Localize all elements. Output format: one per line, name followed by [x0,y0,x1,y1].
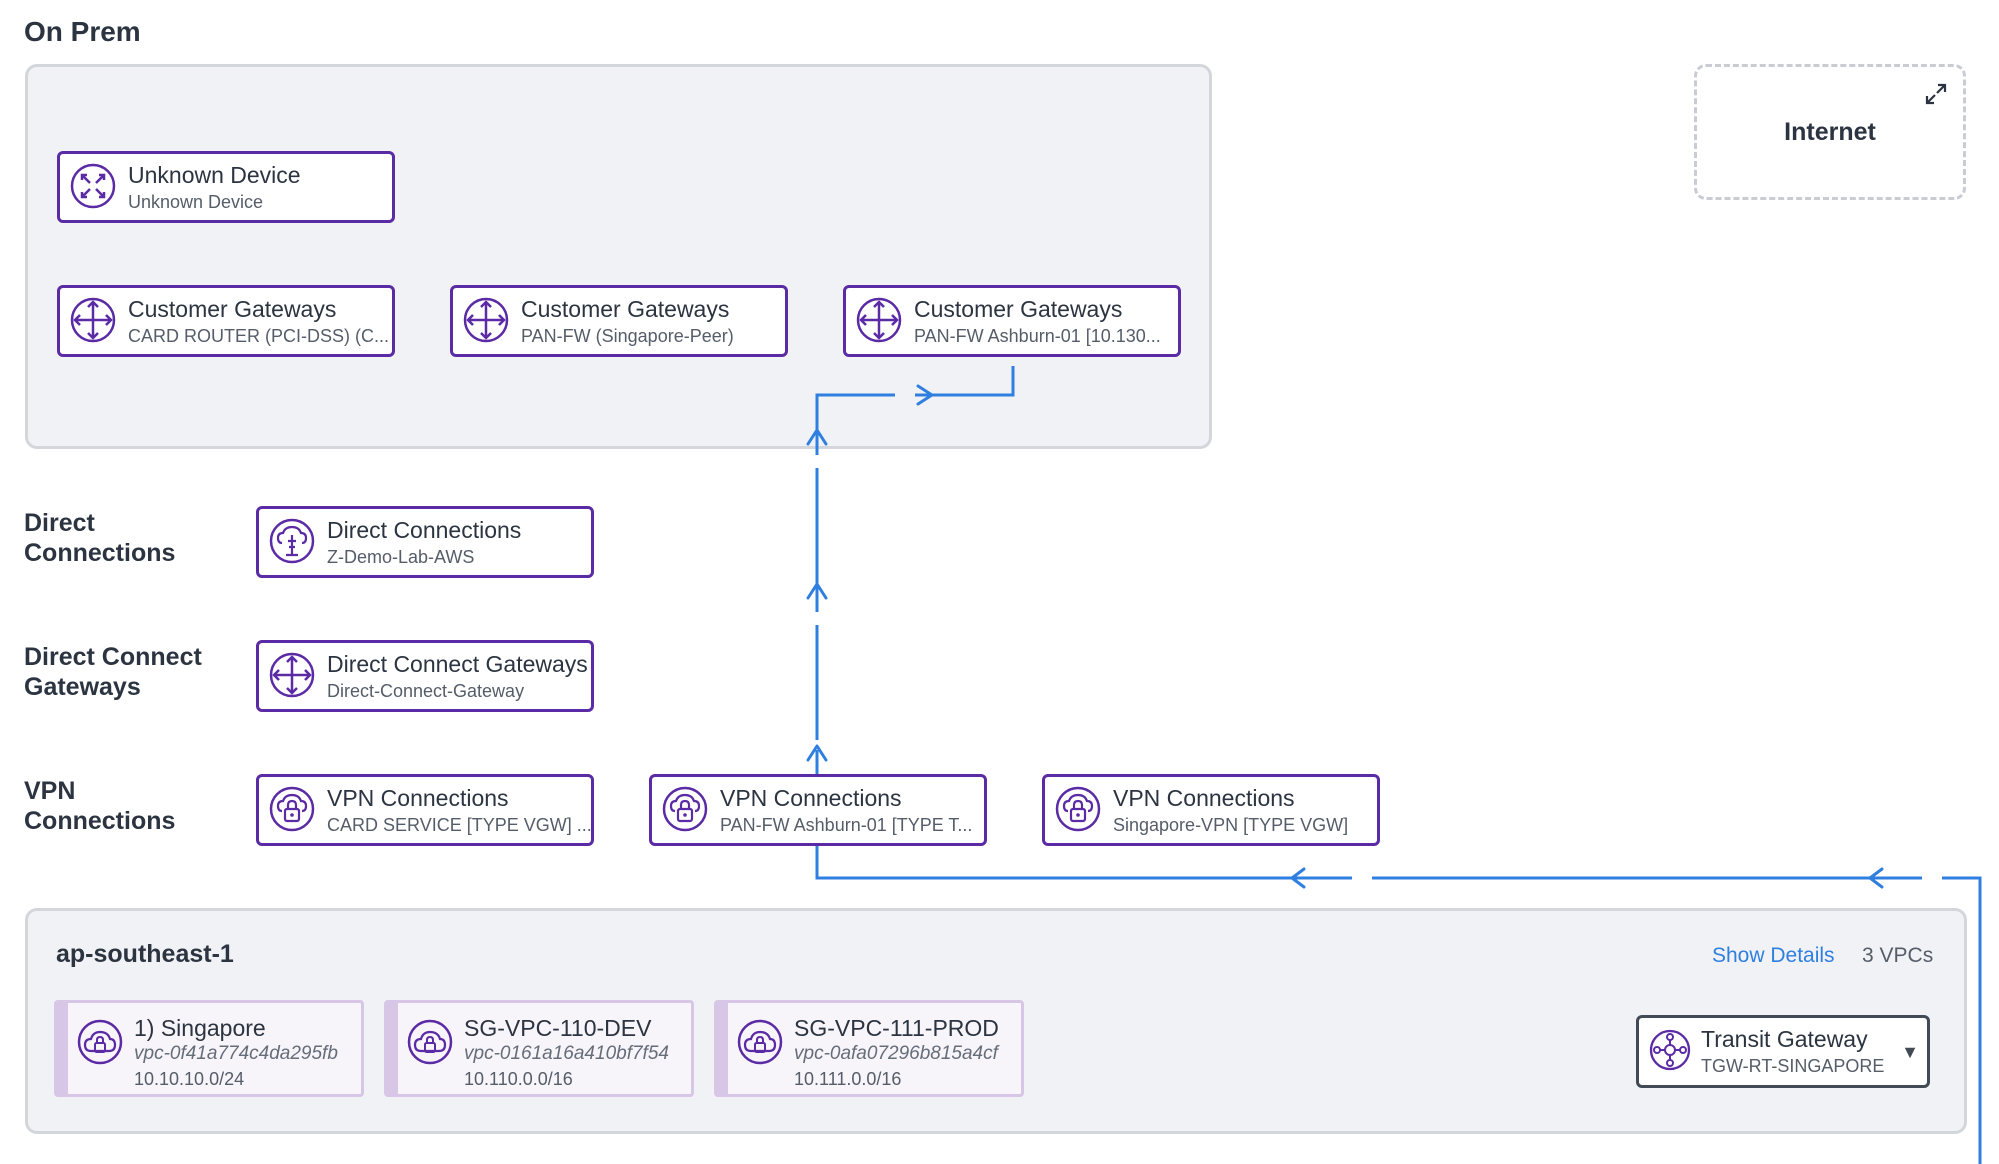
vpn-connections-label: VPN Connections [24,776,175,836]
node-direct-connections[interactable]: Direct Connections Z-Demo-Lab-AWS [256,506,594,578]
internet-label: Internet [1784,117,1876,146]
transit-gateway-icon [1649,1029,1691,1071]
node-subtitle: Singapore-VPN [TYPE VGW] [1113,815,1349,835]
vpc-name: SG-VPC-111-PROD [794,1015,999,1041]
node-title: Transit Gateway [1701,1026,1868,1052]
gateway-arrows-icon [463,297,509,343]
direct-connections-label: Direct Connections [24,508,175,568]
vpc-name: SG-VPC-110-DEV [464,1015,652,1041]
node-title: Direct Connections [327,517,522,543]
node-title: Customer Gateways [914,296,1123,322]
expand-icon[interactable] [1923,81,1949,107]
node-subtitle: Direct-Connect-Gateway [327,681,525,701]
node-title: Customer Gateways [128,296,337,322]
vpc-cloud-icon [407,1019,453,1065]
node-customer-gateway-card-router[interactable]: Customer Gateways CARD ROUTER (PCI-DSS) … [57,285,395,357]
arrow-up-onprem [806,428,828,446]
label-line: VPN [24,777,76,805]
vpn-lock-icon [269,786,315,832]
unknown-device-icon [70,163,116,209]
region-title: ap-southeast-1 [56,940,234,968]
gateway-arrows-icon [856,297,902,343]
onprem-title: On Prem [24,16,141,47]
node-vpn-pan-fw-ashburn[interactable]: VPN Connections PAN-FW Ashburn-01 [TYPE … [649,774,987,846]
node-unknown-device[interactable]: Unknown Device Unknown Device [57,151,395,223]
arrow-left-right-trunk [1868,867,1884,889]
label-line: Connections [24,807,176,835]
node-vpn-card-service[interactable]: VPN Connections CARD SERVICE [TYPE VGW] … [256,774,594,846]
node-customer-gateway-ashburn[interactable]: Customer Gateways PAN-FW Ashburn-01 [10.… [843,285,1181,357]
node-subtitle: PAN-FW Ashburn-01 [10.130... [914,326,1161,346]
direct-connect-gateways-label: Direct Connect Gateways [24,642,202,702]
node-title: Unknown Device [128,162,301,188]
node-direct-connect-gateways[interactable]: Direct Connect Gateways Direct-Connect-G… [256,640,594,712]
vpc-cidr: 10.110.0.0/16 [464,1069,573,1089]
node-title: Direct Connect Gateways [327,651,588,677]
show-details-link[interactable]: Show Details [1712,944,1835,967]
vpc-id: vpc-0161a16a410bf7f54 [464,1043,669,1064]
direct-connect-icon [269,518,315,564]
link-tgw-to-vpn [815,846,1982,1164]
node-vpn-singapore[interactable]: VPN Connections Singapore-VPN [TYPE VGW] [1042,774,1380,846]
label-line: Direct [24,509,95,537]
node-subtitle: CARD SERVICE [TYPE VGW] ... [327,815,592,835]
link-vpn-to-onprem [815,366,1015,774]
node-subtitle: Unknown Device [128,192,264,212]
vpc-cidr: 10.111.0.0/16 [794,1069,902,1089]
gateway-arrows-icon [70,297,116,343]
node-subtitle: PAN-FW (Singapore-Peer) [521,326,734,346]
node-title: Customer Gateways [521,296,730,322]
vpc-cidr: 10.10.10.0/24 [134,1069,245,1089]
arrow-up-middle [806,582,828,600]
arrow-up-vpn [806,744,828,762]
node-title: VPN Connections [327,785,509,811]
gateway-arrows-icon [269,652,315,698]
vpn-lock-icon [662,786,708,832]
chevron-down-icon: ▼ [1901,1042,1919,1062]
node-title: VPN Connections [1113,785,1295,811]
vpc-name: 1) Singapore [134,1015,266,1041]
vpc-card-sg-vpc-111-prod[interactable]: SG-VPC-111-PROD vpc-0afa07296b815a4cf 10… [714,1000,1024,1097]
vpc-cloud-icon [77,1019,123,1065]
vpc-id: vpc-0f41a774c4da295fb [134,1043,338,1064]
node-subtitle: Z-Demo-Lab-AWS [327,547,475,567]
vpc-cloud-icon [737,1019,783,1065]
vpc-card-singapore[interactable]: 1) Singapore vpc-0f41a774c4da295fb 10.10… [54,1000,364,1097]
node-customer-gateway-singapore-peer[interactable]: Customer Gateways PAN-FW (Singapore-Peer… [450,285,788,357]
vpc-card-sg-vpc-110-dev[interactable]: SG-VPC-110-DEV vpc-0161a16a410bf7f54 10.… [384,1000,694,1097]
arrow-right-onprem [916,384,934,406]
node-subtitle: TGW-RT-SINGAPORE [1701,1056,1885,1076]
transit-gateway-dropdown[interactable]: Transit Gateway TGW-RT-SINGAPORE ▼ [1636,1015,1930,1088]
node-title: VPN Connections [720,785,902,811]
label-line: Connections [24,539,176,567]
vpn-lock-icon [1055,786,1101,832]
arrow-left-mid-trunk [1290,867,1306,889]
node-subtitle: CARD ROUTER (PCI-DSS) (C... [128,326,389,346]
internet-container[interactable]: Internet [1694,64,1966,200]
label-line: Gateways [24,673,141,701]
node-subtitle: PAN-FW Ashburn-01 [TYPE T... [720,815,973,835]
vpc-count: 3 VPCs [1862,944,1934,967]
vpc-id: vpc-0afa07296b815a4cf [794,1043,998,1064]
label-line: Direct Connect [24,643,202,671]
